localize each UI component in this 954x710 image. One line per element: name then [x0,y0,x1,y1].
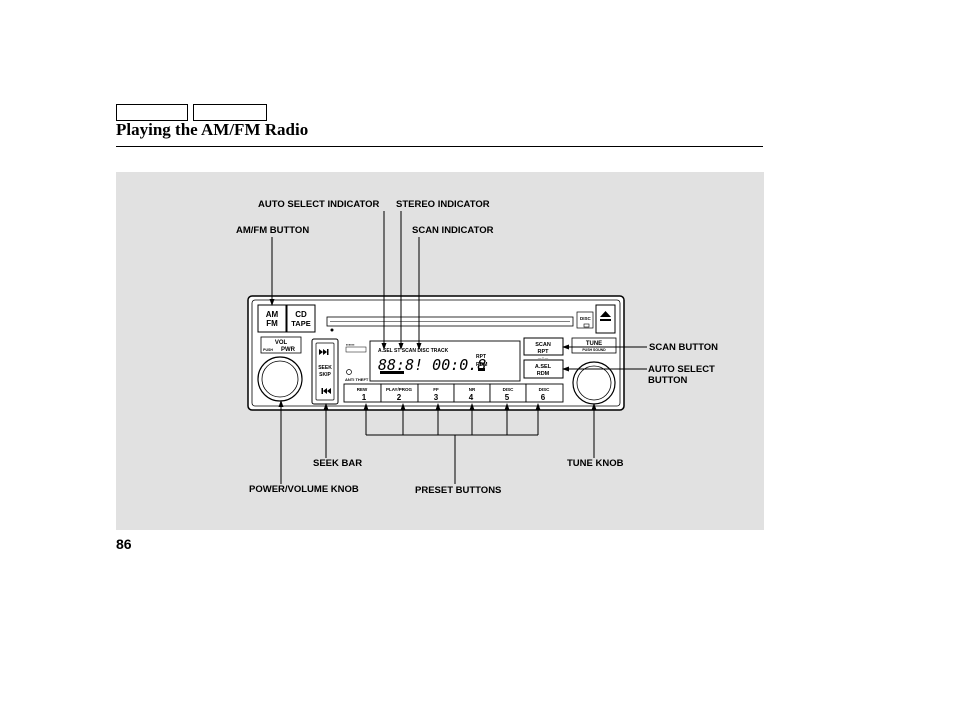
svg-text:DISC: DISC [503,387,515,392]
seek-forward-icon [319,349,327,355]
eject-icon [600,311,611,317]
label-seek-bar: SEEK BAR [313,458,363,469]
svg-text:A.SEL: A.SEL [535,364,552,370]
svg-text:2: 2 [397,393,402,402]
nav-tab-1[interactable] [116,104,188,121]
label-scan-indicator: SCAN INDICATOR [412,225,494,236]
display-digits: 88:8! 00:0.8 [378,356,486,374]
radio-logo: ▪▪▪▪▪▪ [346,342,355,347]
svg-text:SCAN: SCAN [535,342,551,348]
label-auto-select-button: AUTO SELECT BUTTON [648,364,715,386]
title-rule [116,146,763,147]
svg-text:SEEK: SEEK [318,365,332,371]
cd-tape-button [286,304,316,333]
page-title: Playing the AM/FM Radio [116,120,309,139]
label-power-volume-knob: POWER/VOLUME KNOB [249,484,359,495]
tune-label [571,337,617,354]
vol-pwr-label [260,336,302,354]
svg-text:FM: FM [266,319,278,328]
svg-text:NR: NR [469,387,476,392]
svg-text:VOL: VOL [275,340,288,346]
display-indicators: A.SEL ST SCAN DISC TRACK [378,348,449,354]
disc-label: DISC [580,316,592,321]
svg-text:— ▪ —: — ▪ — [538,356,549,360]
svg-text:REW: REW [357,387,368,392]
label-am-fm-button: AM/FM BUTTON [236,225,310,236]
seek-back-icon [323,388,331,394]
svg-text:RDM: RDM [476,362,487,368]
label-auto-select-button-line2: BUTTON [648,375,688,386]
svg-text:1: 1 [362,393,367,402]
callout-arrows [269,299,597,410]
label-stereo-indicator: STEREO INDICATOR [396,199,490,210]
svg-text:DISC: DISC [539,387,551,392]
label-tune-knob: TUNE KNOB [567,458,624,469]
label-auto-select-indicator: AUTO SELECT INDICATOR [258,199,380,210]
svg-text:5: 5 [505,393,510,402]
page-number: 86 [116,536,132,552]
svg-text:RDM: RDM [537,371,550,377]
label-auto-select-button-line1: AUTO SELECT [648,364,715,375]
svg-text:SKIP: SKIP [319,372,331,378]
svg-text:4: 4 [469,393,474,402]
preset-buttons: REW 1 PLAY/PROG 2 FF 3 NR 4 DISC 5 DISC … [343,383,564,403]
label-preset-buttons: PRESET BUTTONS [415,485,502,496]
svg-text:PLAY/PROG: PLAY/PROG [386,387,413,392]
svg-text:AM: AM [266,310,279,319]
svg-text:PUSH: PUSH [263,348,273,352]
svg-text:CD: CD [295,310,307,319]
svg-text:FF: FF [433,387,439,392]
callout-lines [271,211,647,484]
svg-text:PWR: PWR [281,347,296,353]
svg-text:ANTI THEFT: ANTI THEFT [345,377,369,382]
svg-text:6: 6 [541,393,546,402]
am-fm-button [257,304,287,333]
svg-text:PUSH SOUND: PUSH SOUND [582,348,606,352]
display [369,340,521,382]
svg-text:RPT: RPT [538,349,550,355]
preset-button-6 [525,383,564,403]
label-scan-button: SCAN BUTTON [649,342,718,353]
seek-bar [311,338,339,405]
svg-text:TUNE: TUNE [586,341,602,347]
svg-text:TAPE: TAPE [291,319,310,328]
svg-text:RPT: RPT [476,354,486,360]
svg-text:3: 3 [434,393,439,402]
nav-tab-2[interactable] [193,104,267,121]
